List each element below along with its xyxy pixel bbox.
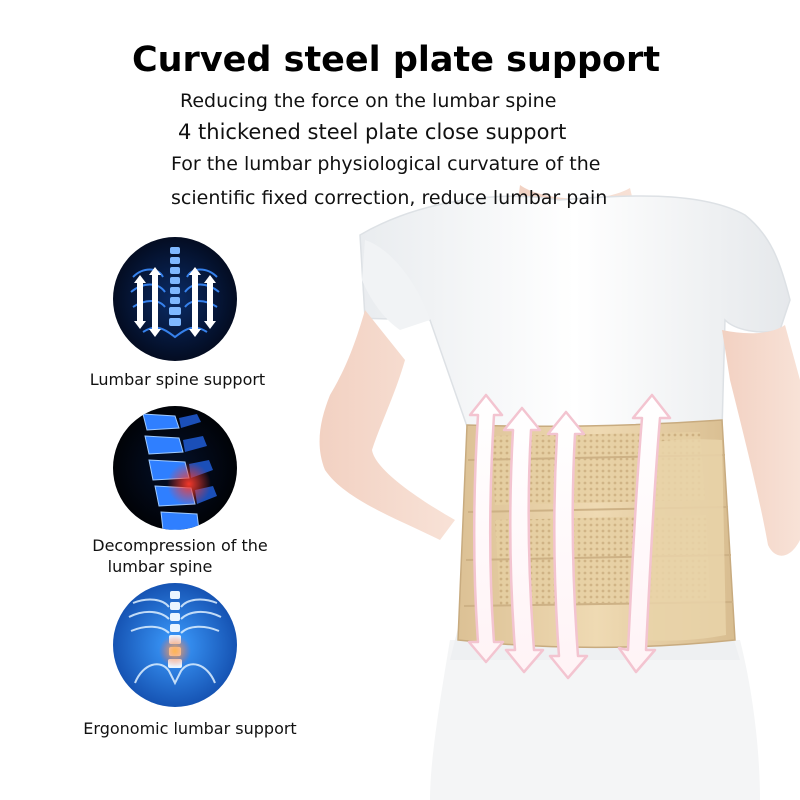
headline: Curved steel plate support (131, 40, 661, 80)
feature-caption-lumbar-spine-support: Lumbar spine support (89, 370, 266, 389)
pelvis-xray-icon (113, 583, 237, 707)
feature-caption-decompression-line-1: Decompression of the (92, 536, 268, 555)
subtitle-line-1: Reducing the force on the lumbar spine (180, 90, 557, 112)
subtitle-line-3: For the lumbar physiological curvature o… (171, 153, 601, 175)
vertebrae-icon (113, 406, 237, 530)
feature-caption-ergonomic-lumbar-support: Ergonomic lumbar support (83, 719, 297, 738)
subtitle-line-4: scientific fixed correction, reduce lumb… (171, 187, 608, 209)
subtitle-line-2: 4 thickened steel plate close support (178, 120, 567, 144)
feature-caption-decompression-line-2: lumbar spine (107, 557, 213, 576)
spine-xray-icon (113, 237, 237, 361)
